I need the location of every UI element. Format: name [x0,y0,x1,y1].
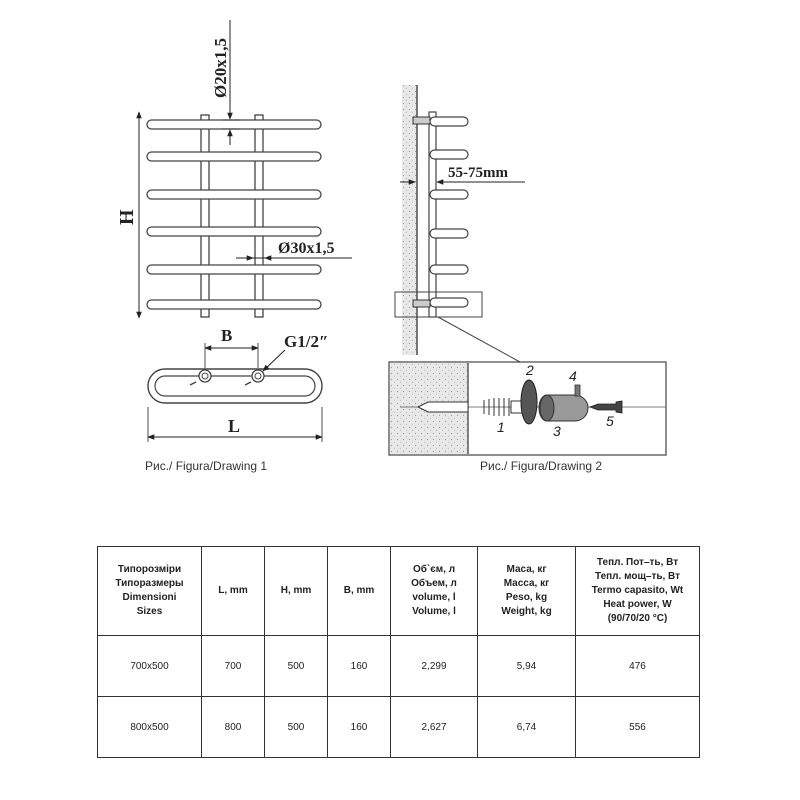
wall [402,85,417,355]
specifications-table: Типорозміри Типоразмеры Dimensioni Sizes… [97,546,700,758]
side-tubes [429,116,469,308]
header-weight: Маса, кг Масса, кг Peso, kg Weight, kg [477,546,576,636]
drawing-2-side-view: 55-75mm [394,85,525,363]
table-row: 700x500 700 500 160 2,299 5,94 476 [97,635,700,697]
header-b-mm: B, mm [327,546,391,636]
cell-l: 700 [201,635,265,697]
right-collector [254,114,264,318]
part-number-2: 2 [525,362,534,378]
cell-h: 500 [264,696,328,758]
washer [520,379,538,425]
cell-size: 700x500 [97,635,202,697]
left-collector [200,114,210,318]
header-h-mm: H, mm [264,546,328,636]
dim-length-label: L [228,416,240,436]
header-sizes: Типорозміри Типоразмеры Dimensioni Sizes [97,546,202,636]
horizontal-tubes [146,119,322,310]
table-header-row: Типорозміри Типоразмеры Dimensioni Sizes… [97,546,700,636]
table-row: 800x500 800 500 160 2,627 6,74 556 [97,696,700,758]
cell-weight: 6,74 [477,696,576,758]
dim-pipe-large-label: Ø30x1,5 [278,240,334,257]
part-number-3: 3 [553,423,561,439]
drawing-1-caption: Рис./ Figura/Drawing 1 [145,459,267,473]
dim-thread-label: G1/2″ [284,332,328,351]
cell-volume: 2,627 [390,696,478,758]
technical-drawings: H Ø20x1,5 Ø30x1,5 B G1/2″ [116,20,667,473]
bottom-bracket [412,299,431,308]
cell-b: 160 [327,696,391,758]
part-number-4: 4 [569,368,577,384]
cell-l: 800 [201,696,265,758]
cell-b: 160 [327,635,391,697]
cell-weight: 5,94 [477,635,576,697]
dim-wall-gap-label: 55-75mm [448,165,508,181]
drawing-2-caption: Рис./ Figura/Drawing 2 [480,459,602,473]
right-fitting [251,369,265,383]
part-number-1: 1 [497,419,505,435]
cell-h: 500 [264,635,328,697]
drawing-2-mounting-detail: 1 2 3 4 5 Рис./ Figura/Drawing 2 [388,361,667,473]
drawing-1-front-view: H Ø20x1,5 Ø30x1,5 [116,20,352,319]
cell-heat-power: 476 [575,635,700,697]
drawing-1-bottom-view: B G1/2″ L Рис./ Figura/Drawing 1 [145,326,328,473]
dim-b-label: B [221,326,232,345]
part-number-5: 5 [606,413,614,429]
dim-pipe-small-label: Ø20x1,5 [211,38,230,98]
dim-height-label: H [116,209,138,225]
cell-volume: 2,299 [390,635,478,697]
header-heat-power: Тепл. Пот–ть, Вт Тепл. мощ–ть, Вт Termo … [575,546,700,636]
top-bracket [412,116,431,125]
cell-size: 800x500 [97,696,202,758]
screw [588,400,623,414]
left-fitting [198,369,212,383]
header-volume: Об`єм, л Объем, л volume, l Volume, l [390,546,478,636]
tube-loop-inner [154,375,316,397]
cell-heat-power: 556 [575,696,700,758]
side-collector [428,111,437,318]
header-l-mm: L, mm [201,546,265,636]
set-screw [574,384,581,397]
